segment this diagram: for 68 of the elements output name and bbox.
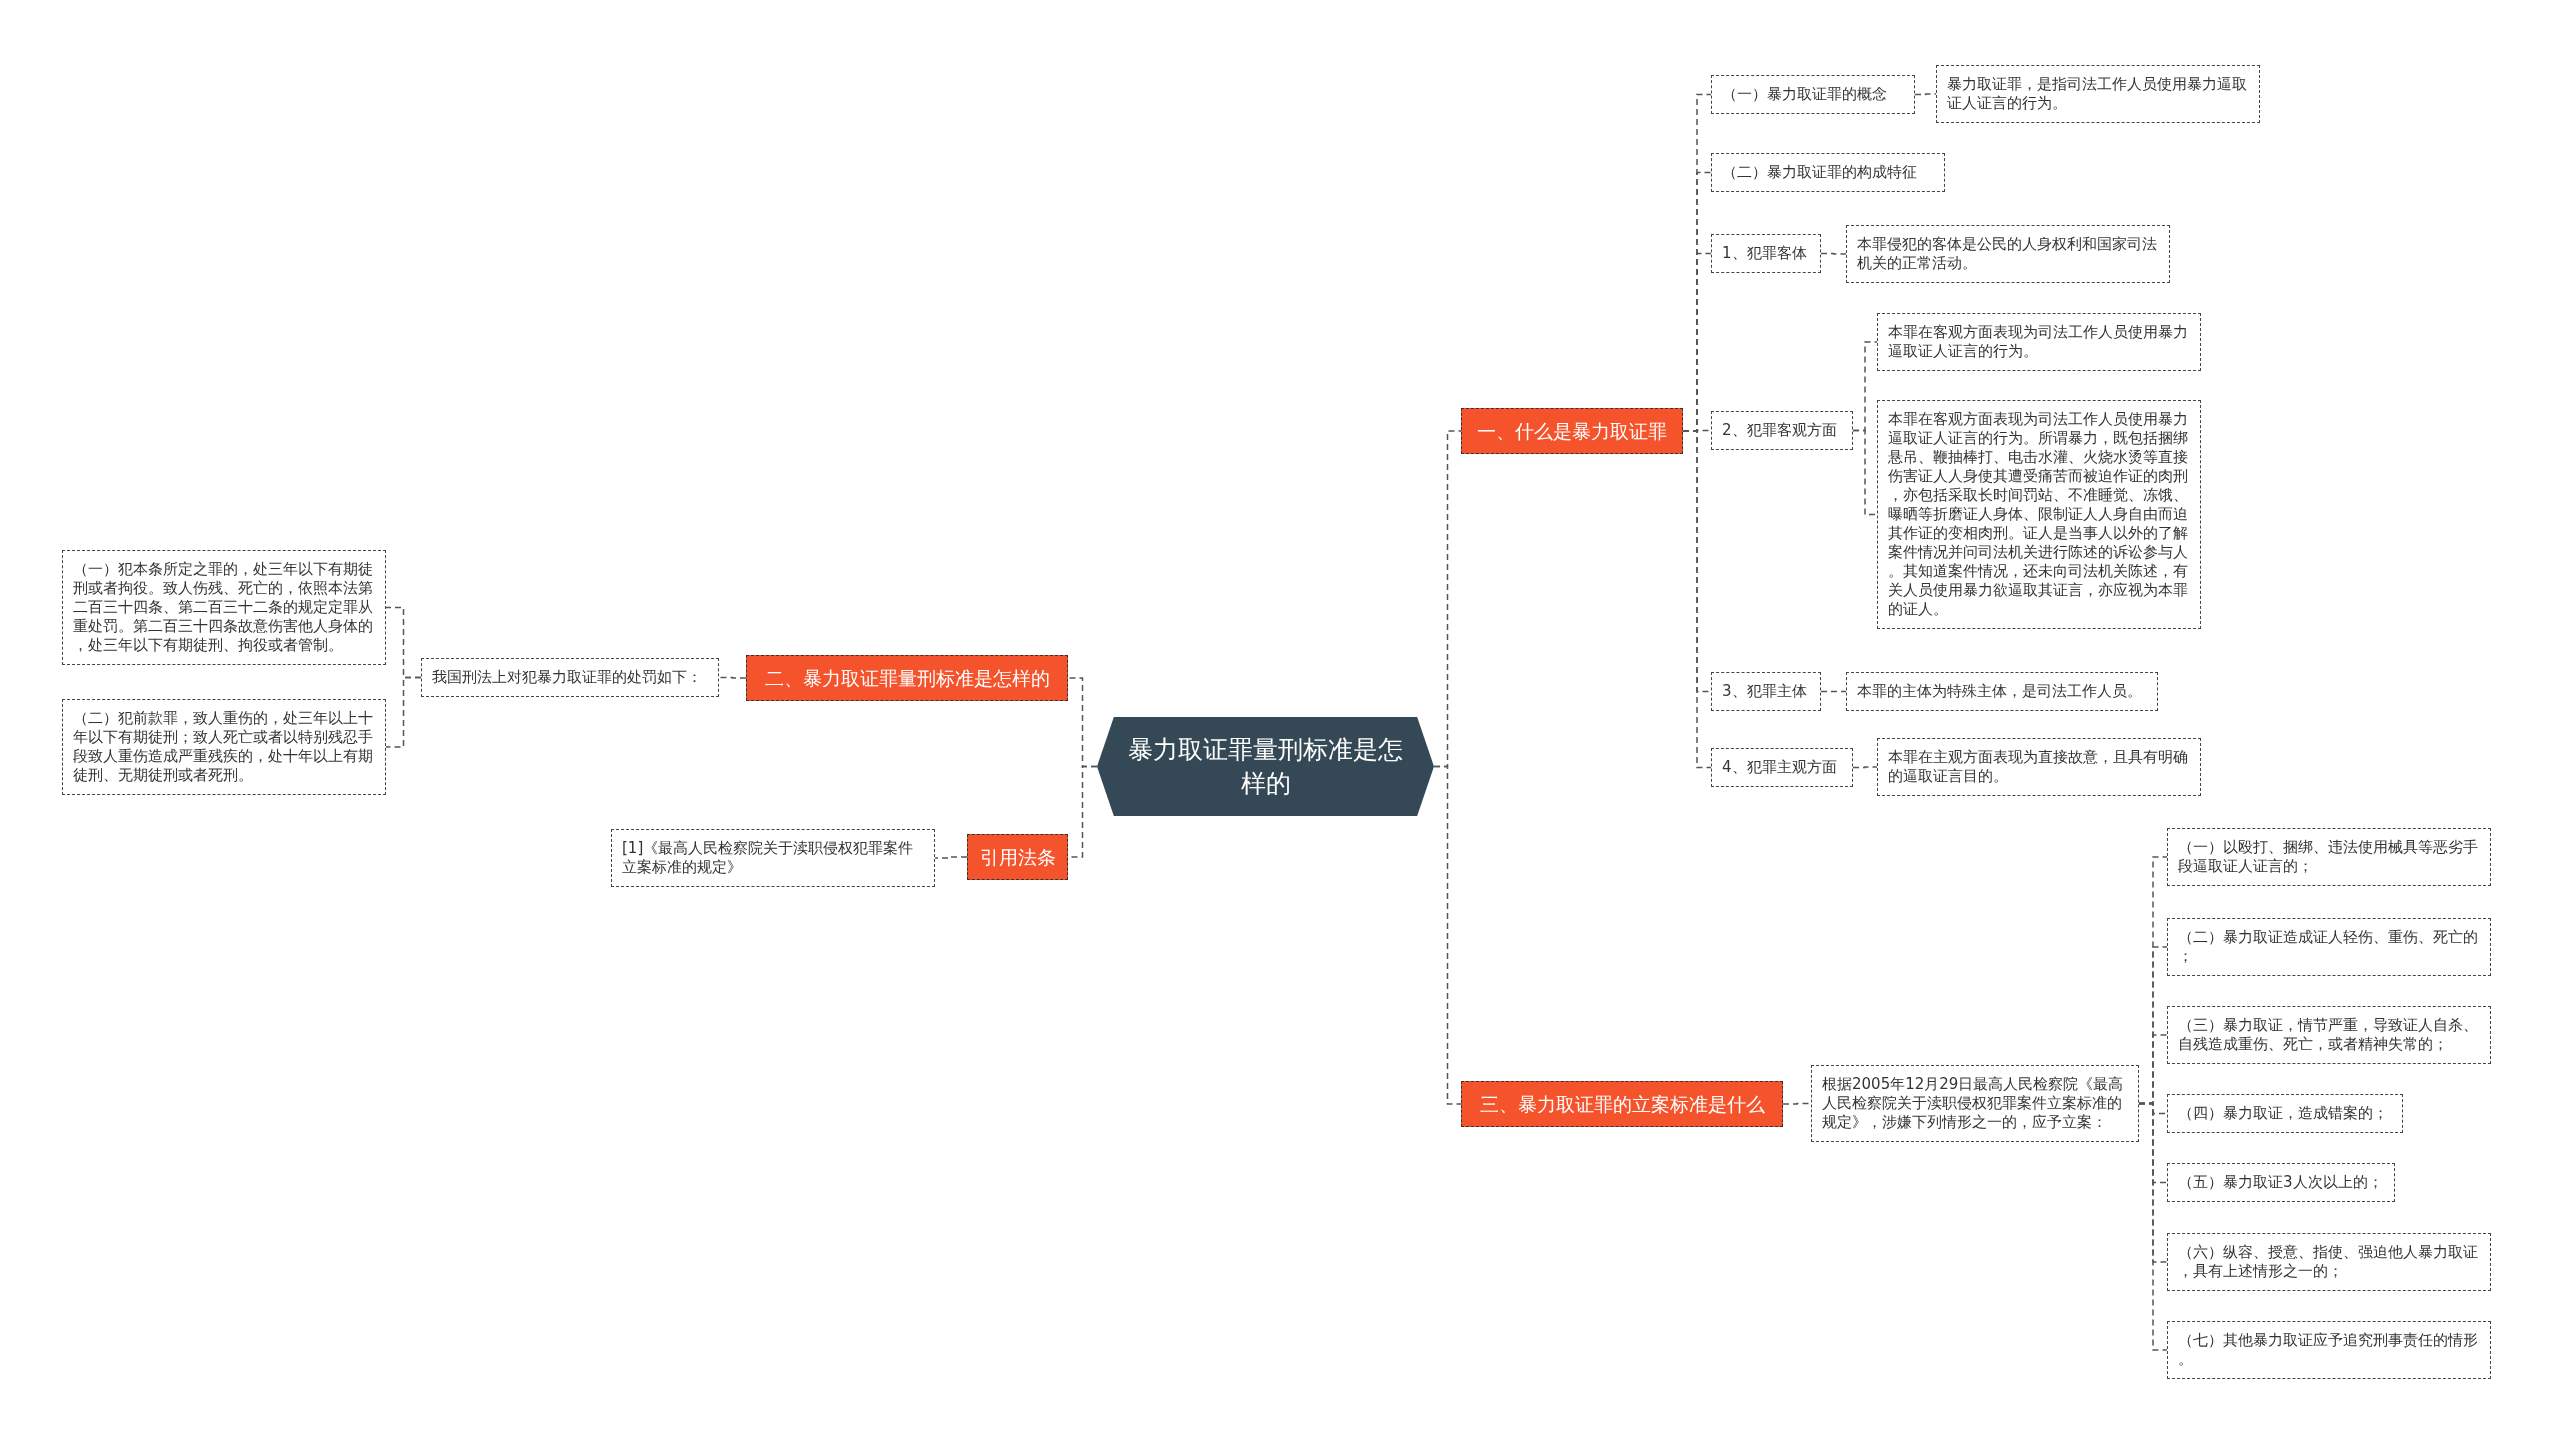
topic-box [1461, 1081, 1783, 1127]
note-box [1711, 748, 1853, 787]
note-box [1711, 234, 1821, 273]
note-text: （二）犯前款罪，致人重伤的，处三年以上十年以下有期徒刑；致人死亡或者以特别残忍手段致人重伤造成严重残疾的，处十年以上有期徒刑、无期徒刑或者死刑。 [73, 709, 374, 785]
note-text: 根据2005年12月29日最高人民检察院《最高人民检察院关于渎职侵权犯罪案件立案标准的规定》，涉嫌下列情形之一的，应予立案： [1822, 1075, 2125, 1132]
note-box [1877, 400, 2201, 629]
note-text: 本罪在客观方面表现为司法工作人员使用暴力逼取证人证言的行为。所谓暴力，既包括捆绑悬吊、鞭抽棒打、电击水灌、火烧水烫等直接伤害证人人身使其遭受痛苦而被迫作证的肉刑，亦包括采取长时间罚站、不准睡觉、冻饿、曝晒等折磨证人身体、限制证人人身自由而迫其作证的变相肉刑。证人是当事人以外的了解案件情况并问司法机关进行陈述的诉讼参与人。其知道案件情况，还未向司法机关陈述，有关人员使用暴力欲逼取其证言，亦应视为本罪的证人。 [1888, 410, 2189, 619]
note-text: （一）暴力取证罪的概念 [1722, 85, 1888, 104]
note-text: 4、犯罪主观方面 [1722, 758, 1838, 777]
note-text: （二）暴力取证罪的构成特征 [1722, 163, 1918, 182]
connector-line [1852, 429, 1878, 516]
note-text: 2、犯罪客观方面 [1722, 421, 1838, 440]
note-text: 本罪的主体为特殊主体，是司法工作人员。 [1857, 682, 2143, 701]
connector-line [718, 676, 747, 679]
connector-line [934, 856, 968, 859]
note-text: [1]《最高人民检察院关于渎职侵权犯罪案件立案标准的规定》 [622, 839, 915, 877]
note-text: （一）以殴打、捆绑、违法使用械具等恶劣手段逼取证人证言的； [2178, 838, 2479, 876]
note-text: 本罪在客观方面表现为司法工作人员使用暴力逼取证人证言的行为。 [1888, 323, 2189, 361]
note-box [2167, 1163, 2395, 1202]
note-text: （二）暴力取证造成证人轻伤、重伤、死亡的； [2178, 928, 2479, 966]
note-box [2167, 828, 2491, 886]
note-text: 3、犯罪主体 [1722, 682, 1808, 701]
topic-box [967, 834, 1068, 880]
central-topic-text: 暴力取证罪量刑标准是怎样的 [1127, 733, 1404, 800]
note-text: 1、犯罪客体 [1722, 244, 1808, 263]
topic-box [746, 655, 1068, 701]
note-box [2167, 918, 2491, 976]
topic-text: 一、什么是暴力取证罪 [1477, 419, 1667, 443]
note-box [1711, 75, 1915, 114]
note-box [1877, 738, 2201, 796]
note-box [1846, 672, 2158, 711]
note-box [1711, 153, 1945, 192]
note-text: （四）暴力取证，造成错案的； [2178, 1104, 2389, 1123]
note-box [1811, 1065, 2139, 1142]
note-box [2167, 1094, 2403, 1133]
note-box [62, 699, 386, 795]
note-box [62, 550, 386, 665]
note-text: （六）纵容、授意、指使、强迫他人暴力取证，具有上述情形之一的； [2178, 1243, 2479, 1281]
connector-line [1914, 93, 1937, 96]
connector-line [1820, 252, 1847, 255]
note-box [1936, 65, 2260, 123]
topic-text: 二、暴力取证罪量刑标准是怎样的 [764, 666, 1050, 690]
note-text: 本罪在主观方面表现为直接故意，且具有明确的逼取证言目的。 [1888, 748, 2189, 786]
note-text: 暴力取证罪，是指司法工作人员使用暴力逼取证人证言的行为。 [1947, 75, 2248, 113]
connector-line [1852, 766, 1878, 769]
connector-line [1782, 1102, 1812, 1105]
note-text: 我国刑法上对犯暴力取证罪的处罚如下： [432, 668, 703, 687]
note-box [1711, 411, 1853, 450]
note-box [421, 658, 719, 697]
note-text: （一）犯本条所定之罪的，处三年以下有期徒刑或者拘役。致人伤残、死亡的，依照本法第二百三十四条、第二百三十二条的规定定罪从重处罚。第二百三十四条故意伤害他人身体的，处三年以下有期徒刑、拘役或者管制。 [73, 560, 374, 655]
note-box [2167, 1321, 2491, 1379]
note-box [1877, 313, 2201, 371]
note-box [611, 829, 935, 887]
topic-text: 引用法条 [979, 845, 1056, 869]
note-box [1846, 225, 2170, 283]
topic-text: 三、暴力取证罪的立案标准是什么 [1479, 1092, 1765, 1116]
connector-line [385, 676, 422, 748]
note-text: 本罪侵犯的客体是公民的人身权利和国家司法机关的正常活动。 [1857, 235, 2158, 273]
note-text: （七）其他暴力取证应予追究刑事责任的情形。 [2178, 1331, 2479, 1369]
note-text: （五）暴力取证3人次以上的； [2178, 1173, 2384, 1192]
note-box [2167, 1006, 2491, 1064]
connector-line [2138, 1102, 2168, 1351]
connector-line [1820, 690, 1847, 693]
note-box [2167, 1233, 2491, 1291]
note-text: （三）暴力取证，情节严重，导致证人自杀、自残造成重伤、死亡，或者精神失常的； [2178, 1016, 2479, 1054]
topic-box [1461, 408, 1683, 454]
connector-line [1433, 765, 1462, 1105]
note-box [1711, 672, 1821, 711]
